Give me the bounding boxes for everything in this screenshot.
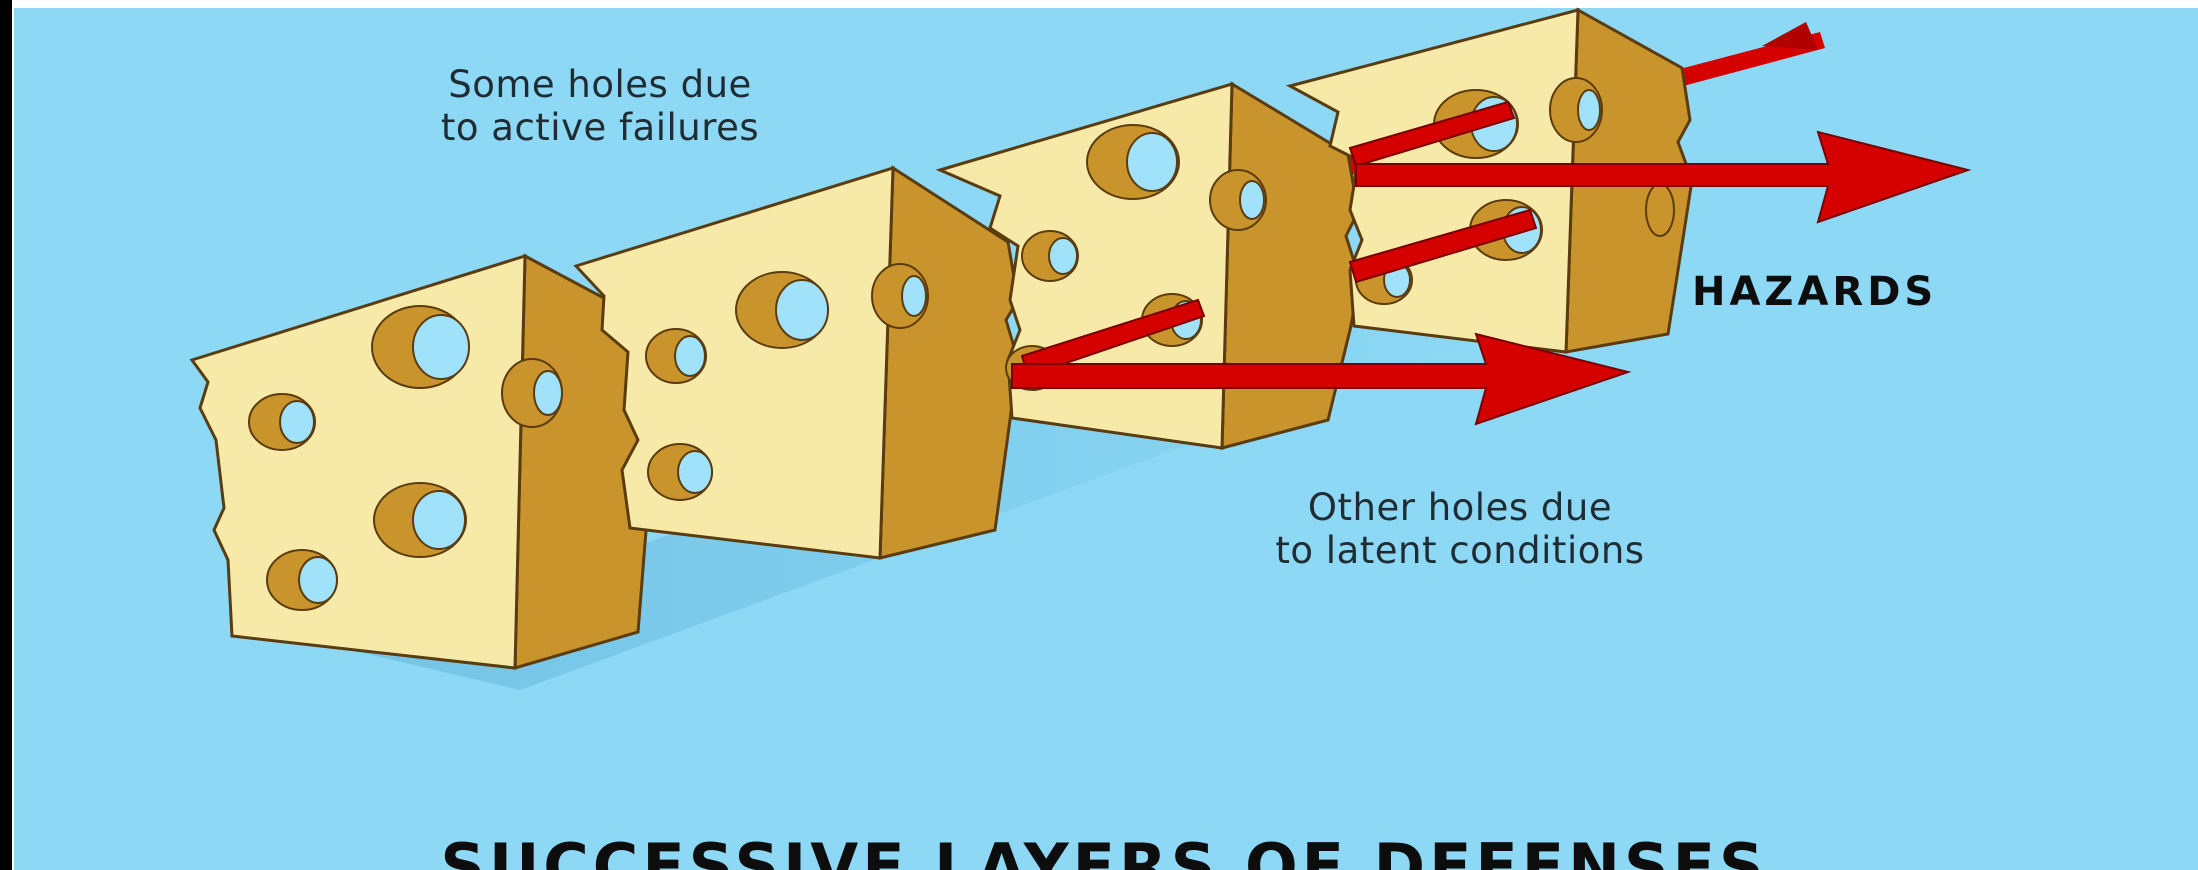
- label-latent-conditions-line2: to latent conditions: [1275, 529, 1644, 572]
- left-border: [0, 0, 12, 870]
- label-latent-conditions-line1: Other holes due: [1308, 486, 1612, 529]
- label-hazards: HAZARDS: [1692, 269, 1937, 315]
- diagram-title: SUCCESSIVE LAYERS OF DEFENSES: [440, 830, 1767, 870]
- label-active-failures-line1: Some holes due: [448, 63, 752, 106]
- label-active-failures-line2: to active failures: [441, 106, 759, 149]
